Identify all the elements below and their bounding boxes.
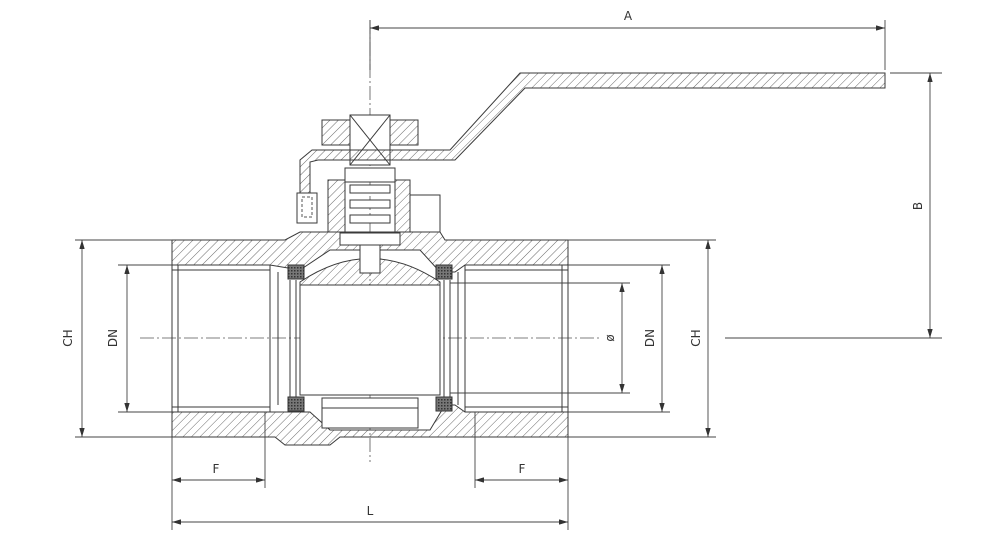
dimension-label-dn-right: DN [643,329,657,347]
dimension-label-f-right: F [519,462,526,476]
extension-lines [75,20,942,530]
seat-seals [287,264,453,412]
lever-handle [296,72,886,224]
dimension-label-dn-left: DN [106,329,120,347]
dimension-label-ch-left: CH [61,329,75,346]
dimension-label-diameter: ø [603,334,617,341]
valve-body [171,231,569,446]
stem-assembly [321,114,441,274]
dimension-label-f-left: F [213,462,220,476]
dimension-label-ch-right: CH [689,329,703,346]
dimension-label-a: A [624,9,633,23]
dimension-label-l: L [367,504,374,518]
ball [289,258,451,429]
dimension-label-b: B [911,202,925,210]
dimension-lines [79,25,933,525]
